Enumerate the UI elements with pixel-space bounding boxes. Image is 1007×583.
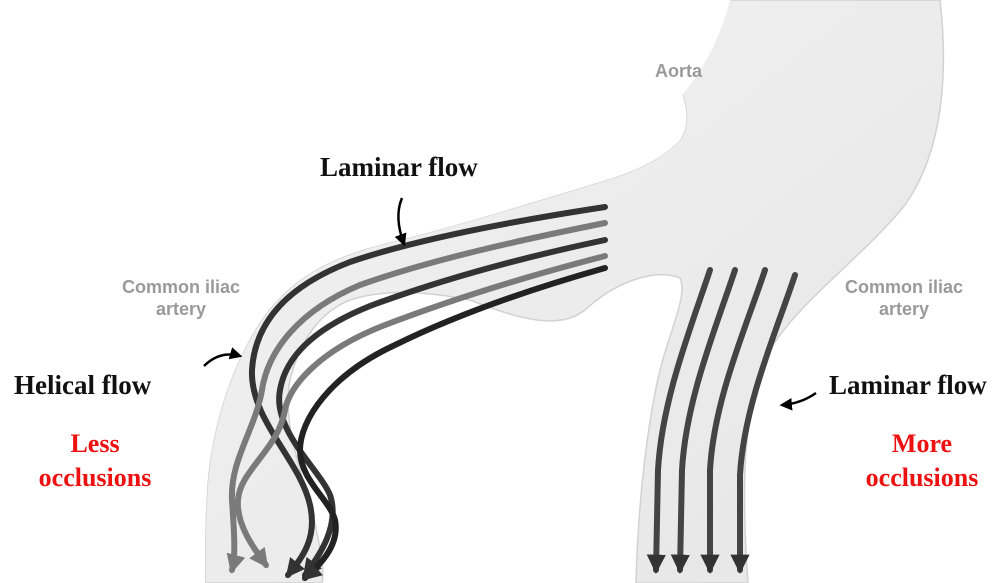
left-common-iliac-label: Common iliac artery xyxy=(122,276,240,320)
laminar-right-pointer-arrow xyxy=(782,393,816,405)
aorta-label: Aorta xyxy=(655,60,702,82)
less-occlusions-line1: Less xyxy=(25,427,165,461)
left-common-iliac-line2: artery xyxy=(122,298,240,320)
more-occlusions-line1: More xyxy=(852,427,992,461)
right-common-iliac-line2: artery xyxy=(845,298,963,320)
less-occlusions-label: Less occlusions xyxy=(25,427,165,495)
more-occlusions-label: More occlusions xyxy=(852,427,992,495)
less-occlusions-line2: occlusions xyxy=(25,461,165,495)
more-occlusions-line2: occlusions xyxy=(852,461,992,495)
helical-flow-label: Helical flow xyxy=(14,370,151,401)
left-common-iliac-line1: Common iliac xyxy=(122,276,240,298)
right-common-iliac-label: Common iliac artery xyxy=(845,276,963,320)
laminar-flow-right-label: Laminar flow xyxy=(829,370,987,401)
laminar-flow-top-label: Laminar flow xyxy=(320,152,478,183)
right-common-iliac-line1: Common iliac xyxy=(845,276,963,298)
